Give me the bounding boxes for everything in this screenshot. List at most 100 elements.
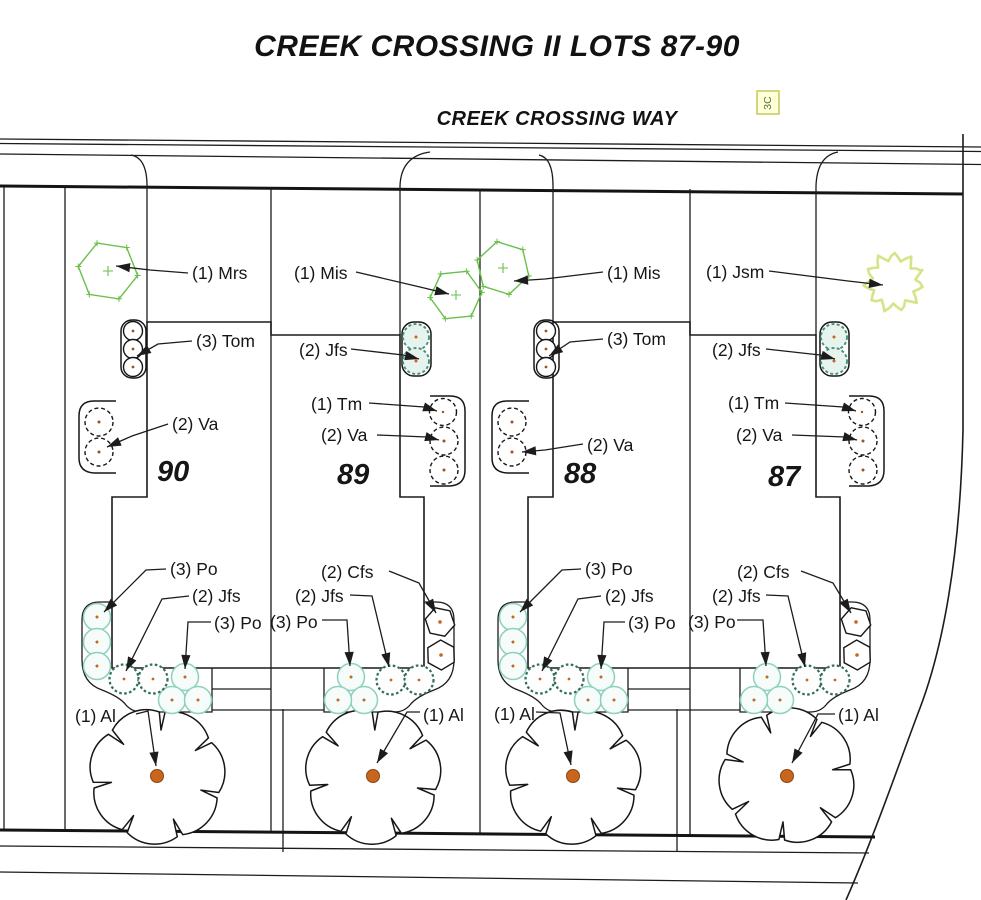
tm-va-shrub-bracket <box>430 396 465 486</box>
po-shrub-symbol <box>741 687 768 714</box>
leader-arrowhead <box>434 286 449 296</box>
leader-line <box>104 569 166 612</box>
leader-line <box>597 622 625 669</box>
cfs-hexagon-symbol <box>428 640 454 670</box>
plant-label: (3) Po <box>688 612 736 632</box>
plant-label: (2) Jfs <box>299 340 348 360</box>
leader-line <box>766 349 835 360</box>
tom-shrub-symbol <box>124 358 143 377</box>
leader-arrowhead <box>425 598 436 613</box>
tom-shrub-symbol <box>537 358 556 377</box>
sheet-reference-tag: 3C <box>757 91 779 114</box>
po-shrub-symbol <box>575 687 602 714</box>
po-shrub-symbol <box>159 687 186 714</box>
jfs-shrub-enclosure <box>402 322 431 376</box>
leader-arrowhead <box>126 656 137 671</box>
leader-arrowhead <box>422 402 437 412</box>
planting-beds <box>82 602 870 712</box>
leader-line <box>785 403 856 412</box>
leader-arrowhead <box>542 656 553 671</box>
leader-line <box>536 712 573 765</box>
jfs-shrub-enclosure <box>820 322 849 376</box>
driveway-linework <box>131 152 838 335</box>
po-shrub-symbol <box>500 629 527 656</box>
plant-label: (2) Jfs <box>712 340 761 360</box>
drawing-title: CREEK CROSSING II LOTS 87-90 <box>254 30 740 63</box>
leader-line <box>792 714 835 763</box>
plant-label: (3) Po <box>585 559 633 579</box>
jfs-shrub-symbol <box>821 348 847 374</box>
right-boundary-curve <box>846 134 963 900</box>
al-tree-symbol <box>719 708 854 842</box>
po-shrub-symbol <box>172 664 199 691</box>
leader-line <box>107 424 168 447</box>
leader-line <box>137 341 192 356</box>
leader-arrowhead <box>841 402 856 412</box>
po-shrub-symbol <box>185 687 212 714</box>
planting-bed-lot-89 <box>324 602 454 712</box>
plant-label: (2) Jfs <box>605 586 654 606</box>
va-shrub-symbol <box>85 408 113 436</box>
sheet-tag-label: 3C <box>762 96 774 110</box>
va-shrub-symbol <box>849 456 877 484</box>
plant-label: (1) Mis <box>607 263 661 283</box>
street-edge-line <box>0 139 981 147</box>
street-name-label: CREEK CROSSING WAY <box>437 108 679 130</box>
plant-label: (1) Al <box>75 706 116 726</box>
jfs-shrub-symbol <box>555 665 584 694</box>
leader-arrowhead <box>760 651 770 666</box>
shrub-hexagon-symbol <box>474 239 532 298</box>
leader-arrowhead <box>116 263 131 273</box>
po-shrub-symbol <box>754 664 781 691</box>
tm-va-shrub-bracket <box>849 396 884 486</box>
leader-line <box>369 403 437 412</box>
plant-label: (2) Va <box>172 414 219 434</box>
building-outline-lots-88-87 <box>528 322 840 668</box>
plant-label: (3) Po <box>170 559 218 579</box>
lot-number: 90 <box>157 456 189 488</box>
leader-arrowhead <box>868 278 883 288</box>
plant-label: (2) Va <box>736 425 783 445</box>
leader-arrowhead <box>792 748 803 763</box>
shrub-hexagon-symbol <box>75 240 140 302</box>
leader-line <box>181 622 211 669</box>
leader-line <box>766 595 807 667</box>
lot-number: 88 <box>564 458 597 490</box>
jfs-shrub-symbol <box>403 324 429 350</box>
plant-label: (2) Jfs <box>295 586 344 606</box>
planting-bed-lot-88 <box>498 602 628 712</box>
plant-label: (1) Tm <box>728 393 779 413</box>
leader-line <box>389 571 436 613</box>
tm-shrub-symbol <box>430 399 457 426</box>
rear-sidewalk-line <box>0 872 858 883</box>
va-shrub-symbol <box>849 427 877 455</box>
leader-arrowhead <box>377 748 389 763</box>
cfs-hexagon-symbol <box>844 640 870 670</box>
leader-arrowhead <box>514 275 529 285</box>
shrub-enclosures <box>79 320 884 486</box>
leader-arrowhead <box>520 598 534 612</box>
va-shrub-symbol <box>430 456 458 484</box>
rear-sidewalk-line <box>0 846 869 853</box>
leader-arrowhead <box>549 344 564 356</box>
building-outline-lots-90-89 <box>112 322 424 668</box>
plant-label: (2) Cfs <box>321 562 374 582</box>
leader-arrowhead <box>424 432 439 442</box>
driveway-edge <box>400 152 430 335</box>
po-shrub-symbol <box>351 687 378 714</box>
tom-shrub-symbol <box>537 340 556 359</box>
leader-arrowhead <box>797 652 807 667</box>
leader-line <box>322 620 354 666</box>
cfs-hexagon-symbol <box>425 608 454 636</box>
jfs-shrub-symbol <box>377 666 406 695</box>
leader-line <box>792 432 857 442</box>
po-shrub-symbol <box>84 653 111 680</box>
leader-arrowhead <box>522 446 537 456</box>
jfs-shrub-symbol <box>526 665 555 694</box>
leader-line <box>801 571 851 613</box>
jsm-starburst-symbol <box>864 253 923 311</box>
planting-bed-lot-87 <box>740 602 870 712</box>
plant-label: (3) Po <box>628 613 676 633</box>
shrub-hexagon-symbol <box>427 268 485 321</box>
